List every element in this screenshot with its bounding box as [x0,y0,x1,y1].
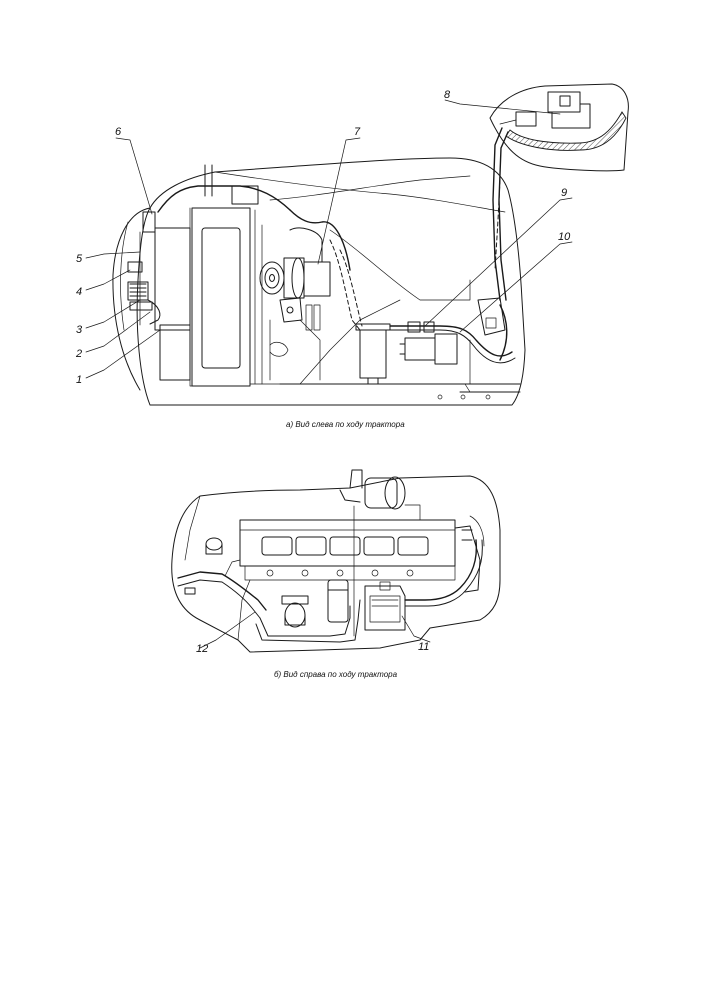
callout-12: 12 [196,643,208,655]
callout-10: 10 [558,231,571,243]
callout-8: 8 [444,89,451,101]
callout-6: 6 [115,126,122,138]
caption-view-left: а) Вид слева по ходу трактора [286,420,405,429]
caption-view-right: б) Вид справа по ходу трактора [274,670,398,679]
view-right-leaders [199,611,431,649]
callout-1: 1 [76,374,82,386]
view-left-illustration [112,83,629,406]
view-left-labels: 1 2 3 4 5 6 7 8 9 10 [75,89,571,386]
view-right-labels: 11 12 [196,641,429,655]
callout-4: 4 [76,286,82,298]
callout-11: 11 [418,641,429,653]
callout-7: 7 [354,126,361,138]
view-right-illustration [171,469,501,653]
callout-2: 2 [75,348,82,360]
view-left-leaders [85,99,573,379]
callout-3: 3 [76,324,83,336]
callout-9: 9 [561,187,567,199]
callout-5: 5 [76,253,83,265]
